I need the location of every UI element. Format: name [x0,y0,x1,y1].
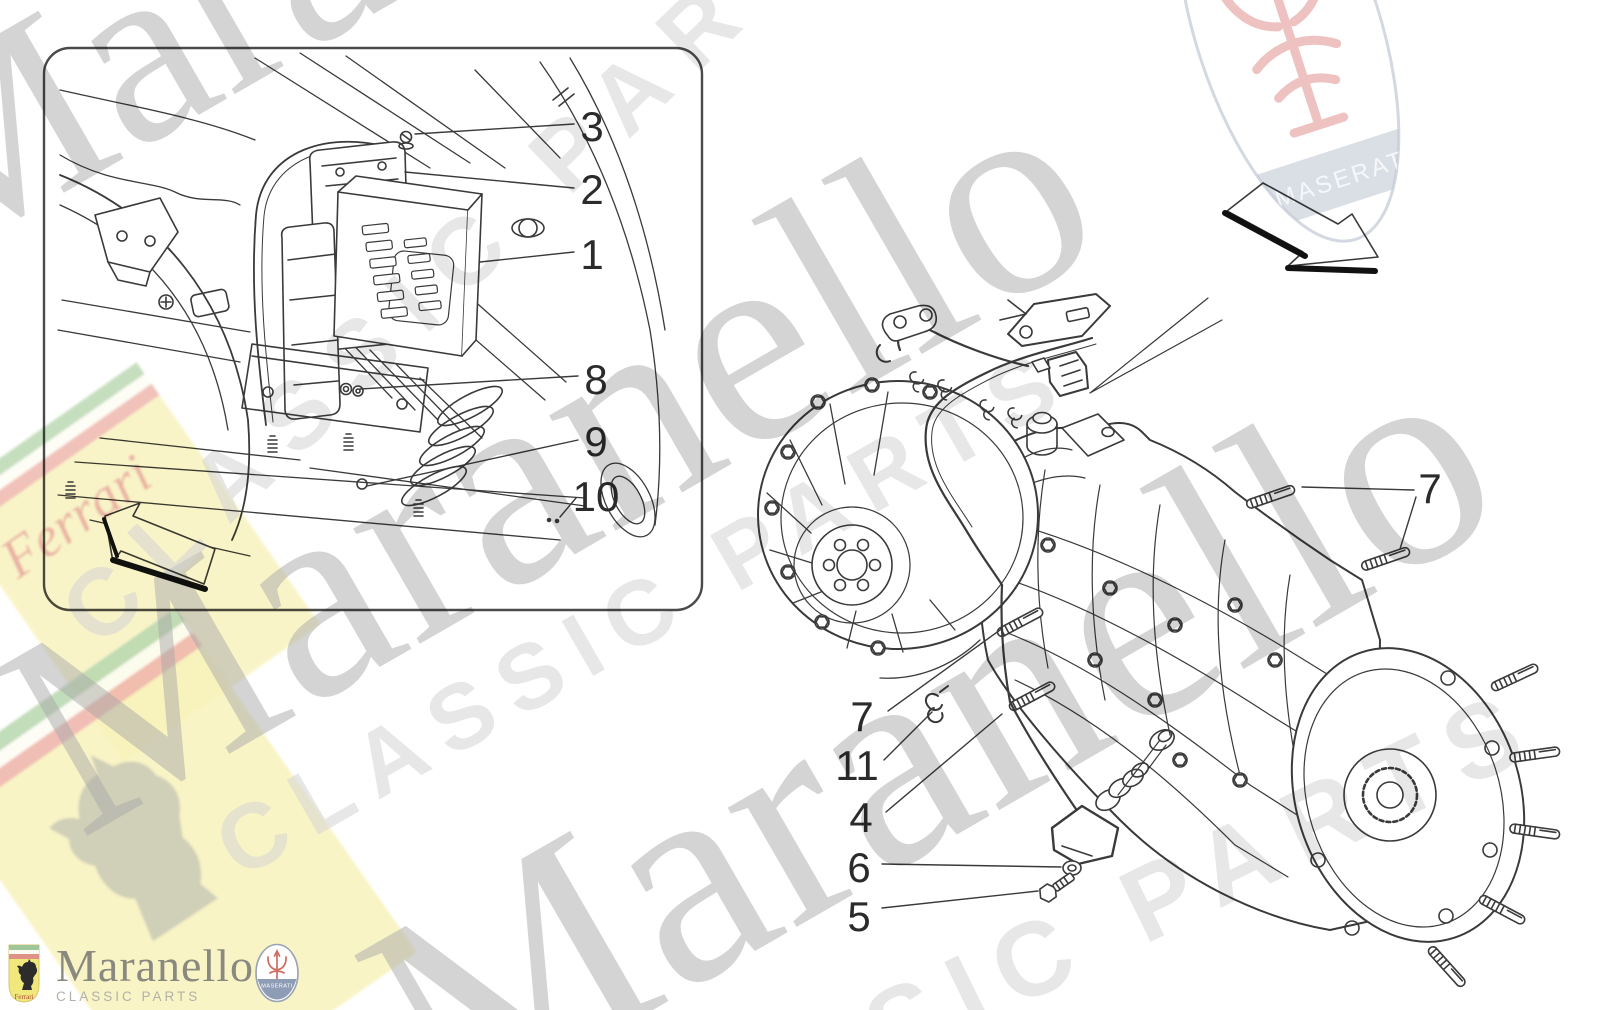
direction-arrow-gearbox [1222,182,1379,274]
callout-8[interactable]: 8 [584,356,608,403]
callout-10[interactable]: 10 [572,473,620,520]
callout-6[interactable]: 6 [847,844,871,891]
callout-3[interactable]: 3 [580,103,604,150]
maserati-badge-label: MASERATI [261,984,292,990]
callout-4[interactable]: 4 [849,794,873,841]
callout-9[interactable]: 9 [584,418,608,465]
sensor-cable-assembly [875,293,1223,587]
mount-screw [398,130,414,150]
callout-1[interactable]: 1 [580,231,604,278]
floor-screw [356,478,368,490]
callout-2[interactable]: 2 [580,166,604,213]
speed-sensor [1000,583,1175,903]
gearbox-leader-lines [881,486,1417,909]
callout-5[interactable]: 5 [847,893,871,940]
ferrari-shield-icon: Ferrari [8,944,40,1003]
maserati-badge-icon: MASERATI [255,943,299,1003]
stud-7a [1244,483,1297,511]
cable-clip [924,685,949,724]
trunk-bracket [94,197,179,287]
sensor-bracket [1007,293,1111,347]
ferrari-shield-label: Ferrari [14,993,33,1001]
ecu-unit [333,175,483,357]
rear-flange [1290,647,1561,989]
bell-housing [757,377,1039,679]
stud-7b [1359,545,1412,573]
left-panel-leader-lines [359,123,579,524]
callout-11[interactable]: 11 [835,742,879,789]
callout-7-right[interactable]: 7 [1418,465,1442,512]
direction-arrow-left-panel [102,502,216,592]
seatbelt-reel [158,288,230,318]
secondary-module [280,222,341,420]
callout-7-left[interactable]: 7 [850,693,874,740]
footer-branding: Ferrari Maranello CLASSIC PARTS MASERATI [0,938,330,1010]
washer-nut-pair [339,382,364,397]
footer-tagline: CLASSIC PARTS [56,989,201,1004]
spring-coil [400,385,504,507]
footer-brand-name: Maranello [56,940,255,991]
gearbox-illustration [757,182,1561,989]
grommet [518,218,538,238]
